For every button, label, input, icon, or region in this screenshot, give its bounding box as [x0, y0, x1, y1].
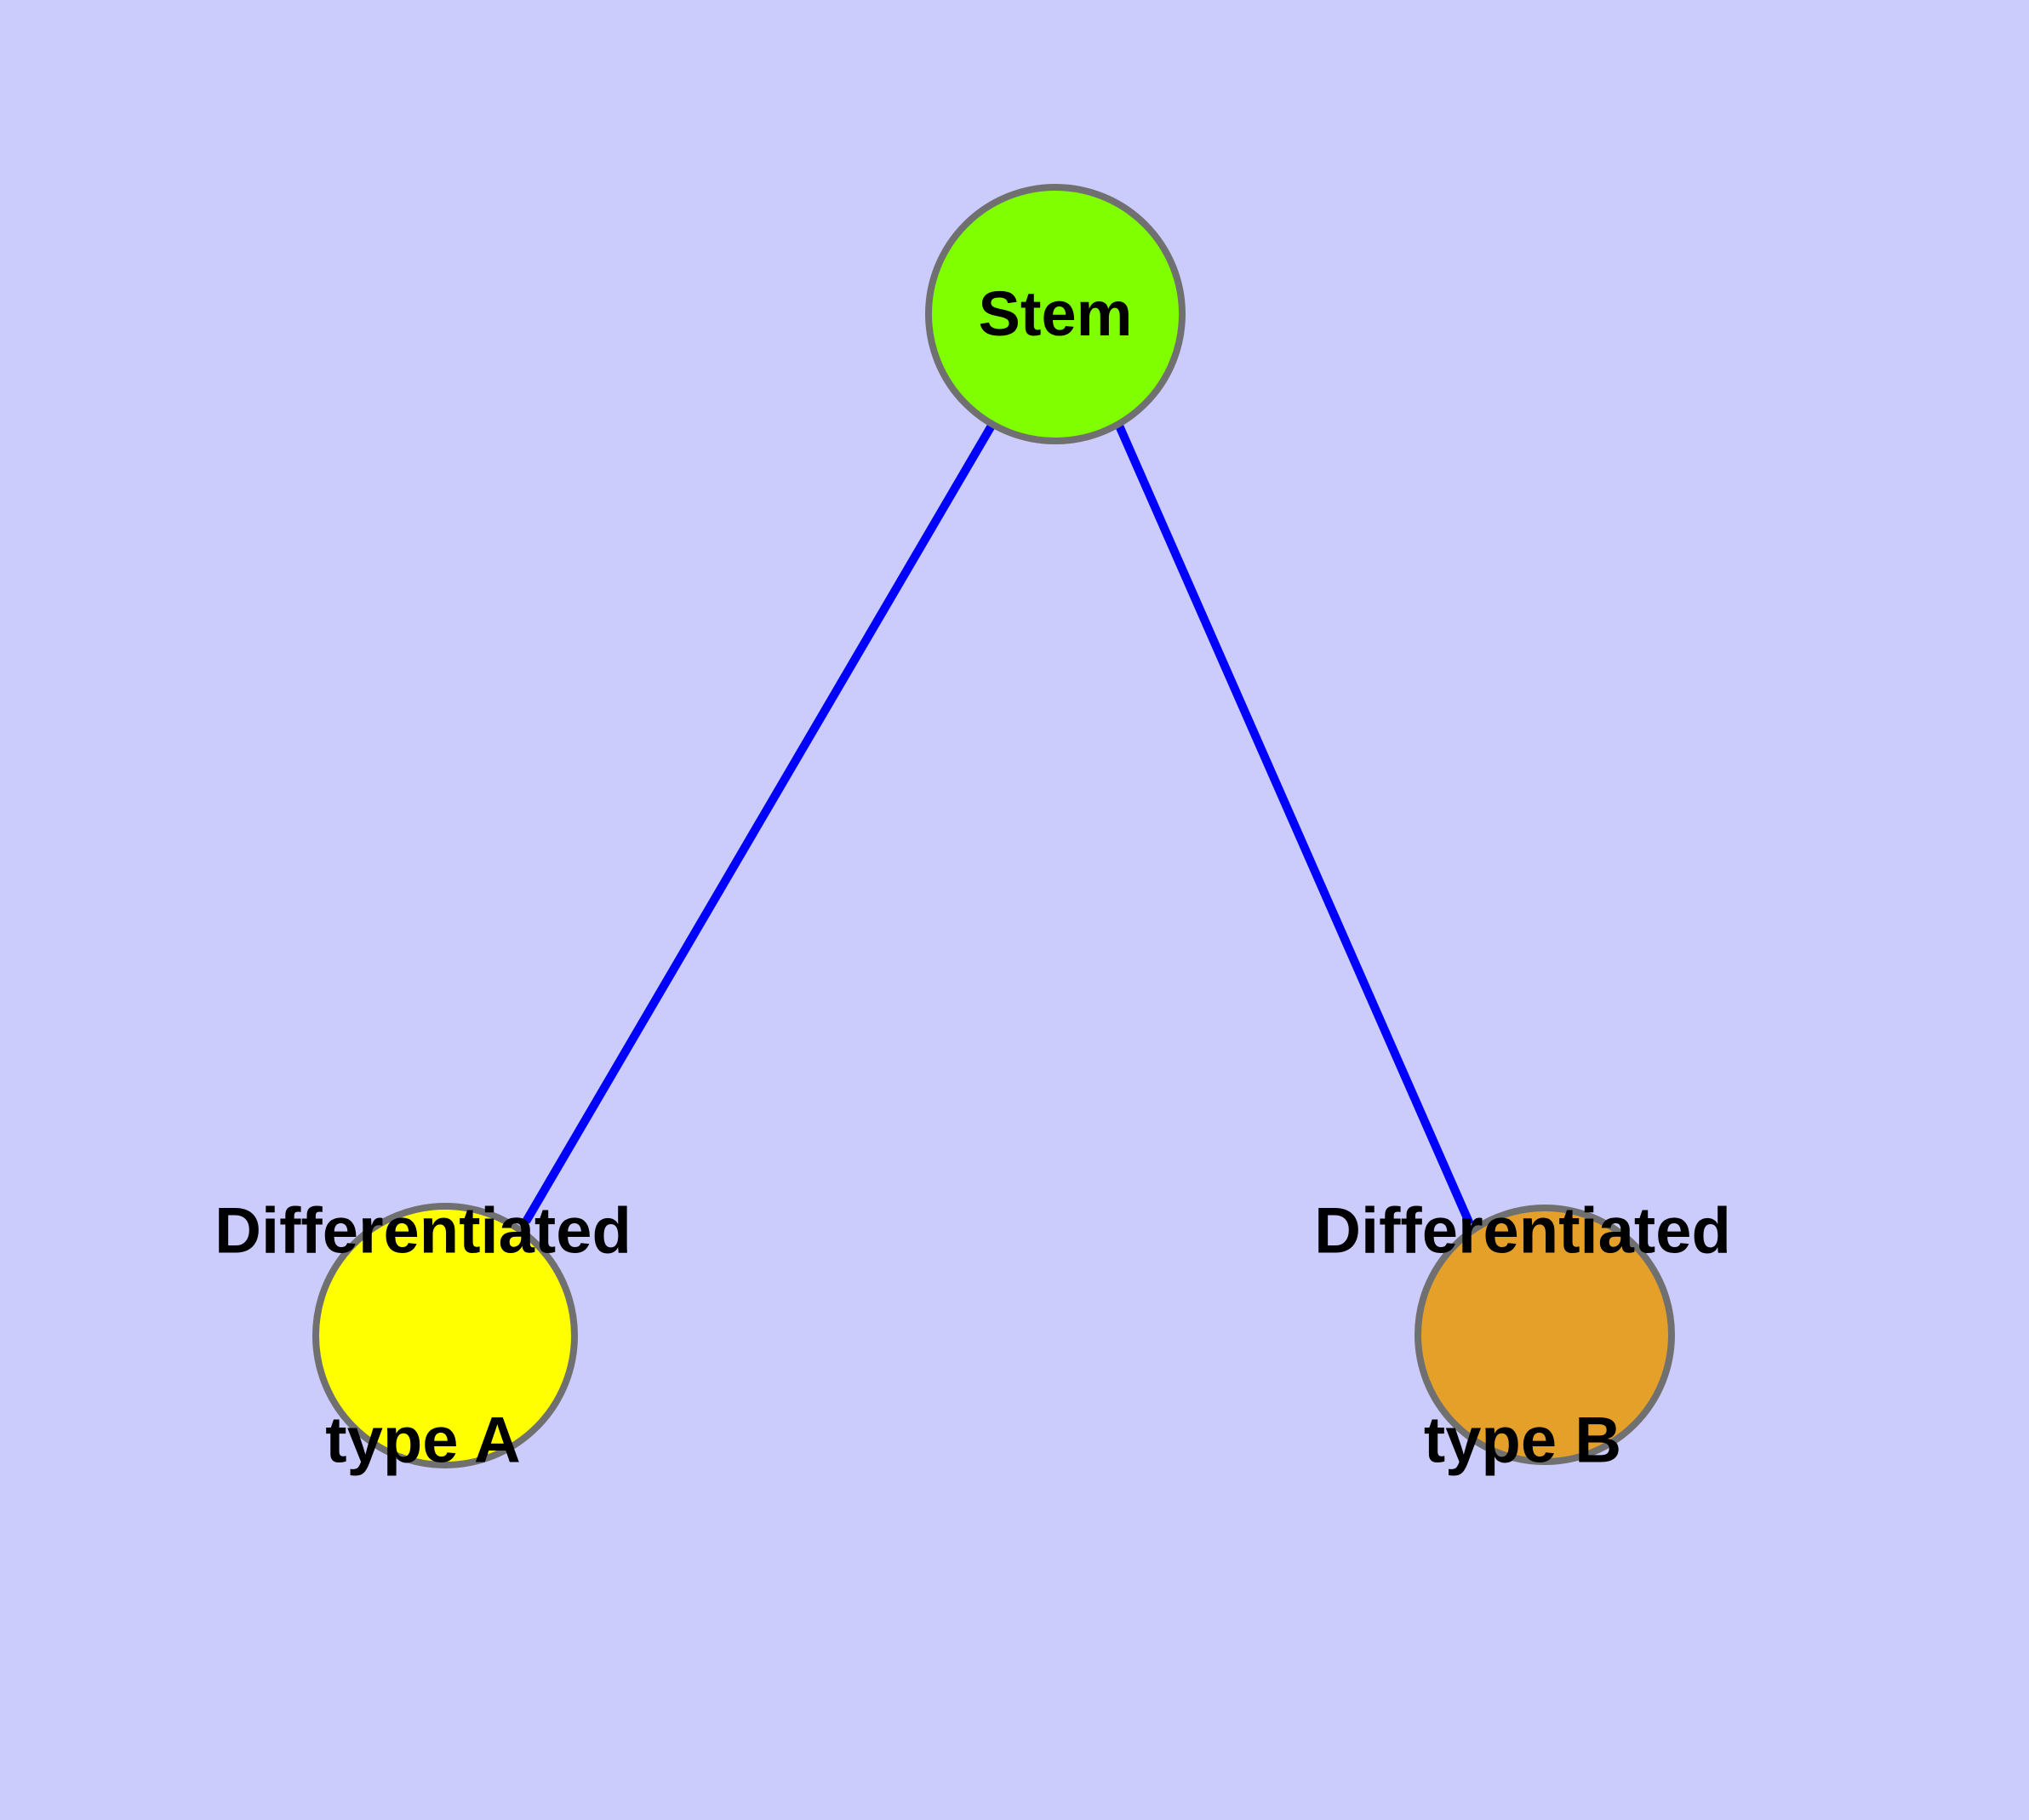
node-circle-diff-a[interactable]	[312, 1203, 578, 1468]
node-circle-stem[interactable]	[925, 184, 1186, 444]
node-layer	[312, 184, 1675, 1468]
edge-layer	[522, 423, 1474, 1227]
node-circle-diff-b[interactable]	[1415, 1205, 1675, 1465]
edge-stem-to-diff-b[interactable]	[1115, 423, 1474, 1227]
edge-stem-to-diff-a[interactable]	[522, 423, 996, 1224]
